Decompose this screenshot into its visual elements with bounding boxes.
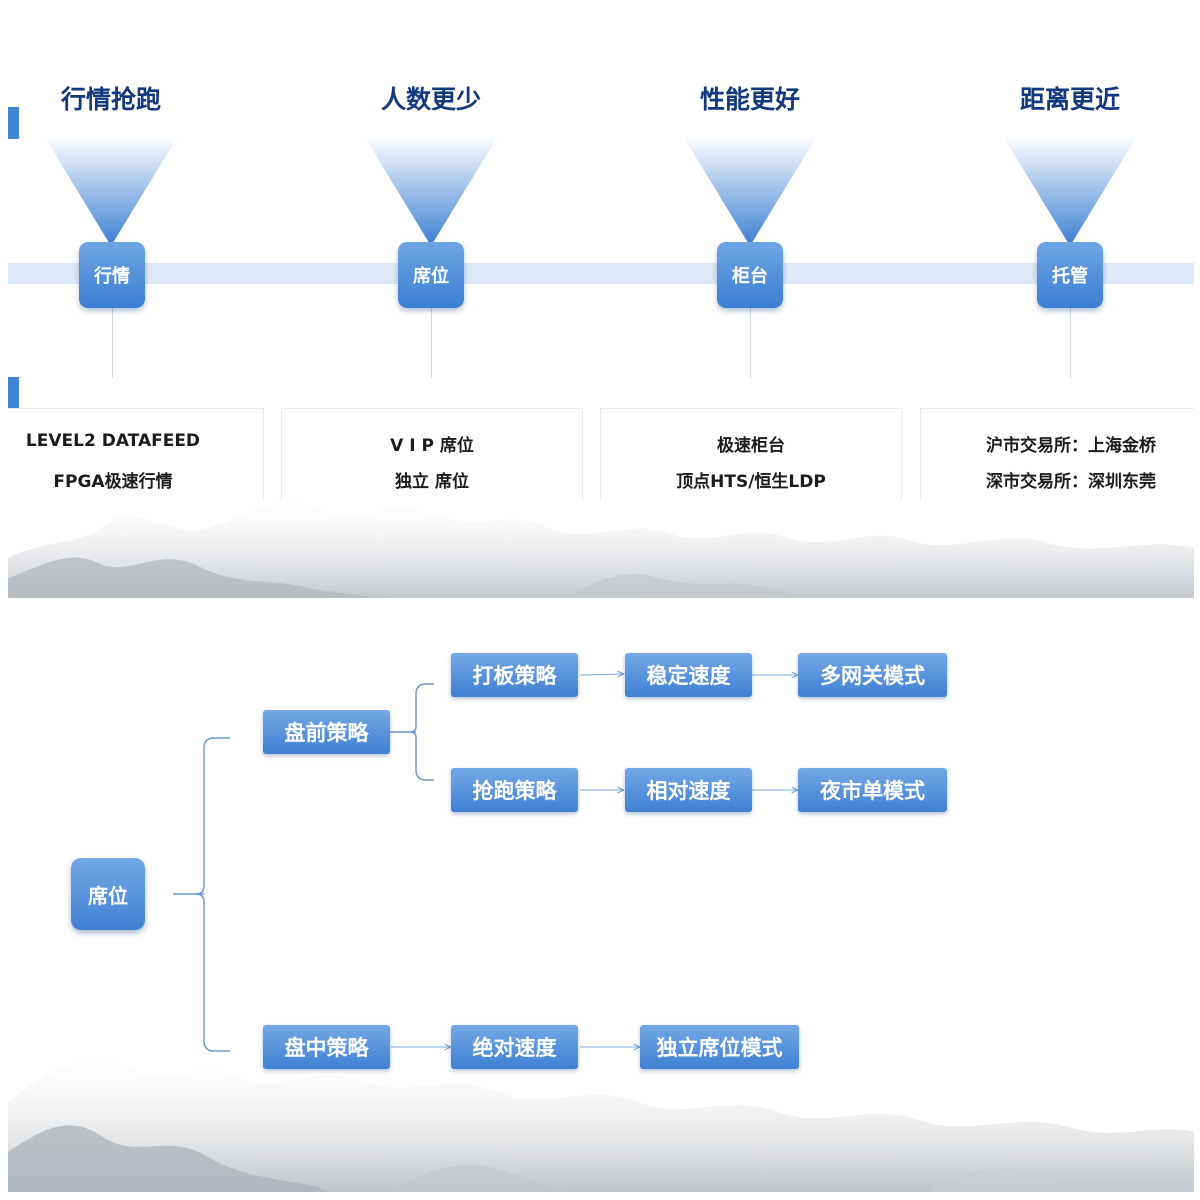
heading-better-performance: 性能更好 xyxy=(699,85,800,114)
node-stable-speed: 稳定速度 xyxy=(625,653,752,697)
node-independent-seat-mode: 独立席位模式 xyxy=(640,1025,799,1069)
connector-stem xyxy=(1070,308,1071,378)
card-line: 顶点HTS/恒生LDP xyxy=(676,472,826,492)
card-line: 独立 席位 xyxy=(395,472,469,492)
tree-panel: 席位 盘前策略 打板策略 稳定速度 多网关模式 抢跑策略 相对速度 夜市单模式 … xyxy=(8,598,1194,1192)
branch-intraday-strategy: 盘中策略 xyxy=(263,1025,390,1069)
mountain-backdrop xyxy=(8,1057,1194,1192)
tree-connectors xyxy=(173,598,1194,1052)
branch-premarket-strategy: 盘前策略 xyxy=(263,710,390,754)
node-night-order-mode: 夜市单模式 xyxy=(798,768,947,812)
funnel-shape xyxy=(364,136,498,246)
card-line: V I P 席位 xyxy=(390,436,474,456)
root-node-seat: 席位 xyxy=(71,858,145,930)
accent-bar-bottom xyxy=(8,377,19,409)
node-counter: 柜台 xyxy=(717,242,783,308)
heading-closer-distance: 距离更近 xyxy=(1019,85,1120,114)
node-absolute-speed: 绝对速度 xyxy=(451,1025,578,1069)
node-hosting: 托管 xyxy=(1037,242,1103,308)
card-counter: 极速柜台 顶点HTS/恒生LDP xyxy=(600,408,902,501)
funnel-shape xyxy=(44,136,178,246)
heading-fewer-people: 人数更少 xyxy=(380,85,481,114)
card-line: FPGA极速行情 xyxy=(53,472,173,492)
connector-stem xyxy=(112,308,113,378)
node-seat: 席位 xyxy=(398,242,464,308)
card-hosting: 沪市交易所：上海金桥 深市交易所：深圳东莞 xyxy=(920,408,1194,501)
connector-stem xyxy=(750,308,751,378)
card-line: LEVEL2 DATAFEED xyxy=(25,431,201,451)
connector-stem xyxy=(431,308,432,378)
node-multi-gateway-mode: 多网关模式 xyxy=(798,653,947,697)
card-line: 深市交易所：深圳东莞 xyxy=(986,472,1156,492)
node-limit-up-strategy: 打板策略 xyxy=(451,653,578,697)
card-line: 极速柜台 xyxy=(717,436,785,456)
node-relative-speed: 相对速度 xyxy=(625,768,752,812)
card-line: 沪市交易所：上海金桥 xyxy=(986,436,1156,456)
timeline-track xyxy=(8,263,1194,284)
node-quote: 行情 xyxy=(79,242,145,308)
node-front-run-strategy: 抢跑策略 xyxy=(451,768,578,812)
card-seat: V I P 席位 独立 席位 xyxy=(281,408,583,501)
heading-quote-lead: 行情抢跑 xyxy=(60,85,161,114)
mountain-backdrop xyxy=(8,501,1194,598)
timeline-panel: 行情抢跑 行情 LEVEL2 DATAFEED FPGA极速行情 人数更少 席位… xyxy=(8,0,1194,598)
funnel-shape xyxy=(683,136,817,246)
funnel-shape xyxy=(1003,136,1137,246)
card-quote: LEVEL2 DATAFEED FPGA极速行情 xyxy=(8,408,264,501)
accent-bar-top xyxy=(8,107,19,139)
